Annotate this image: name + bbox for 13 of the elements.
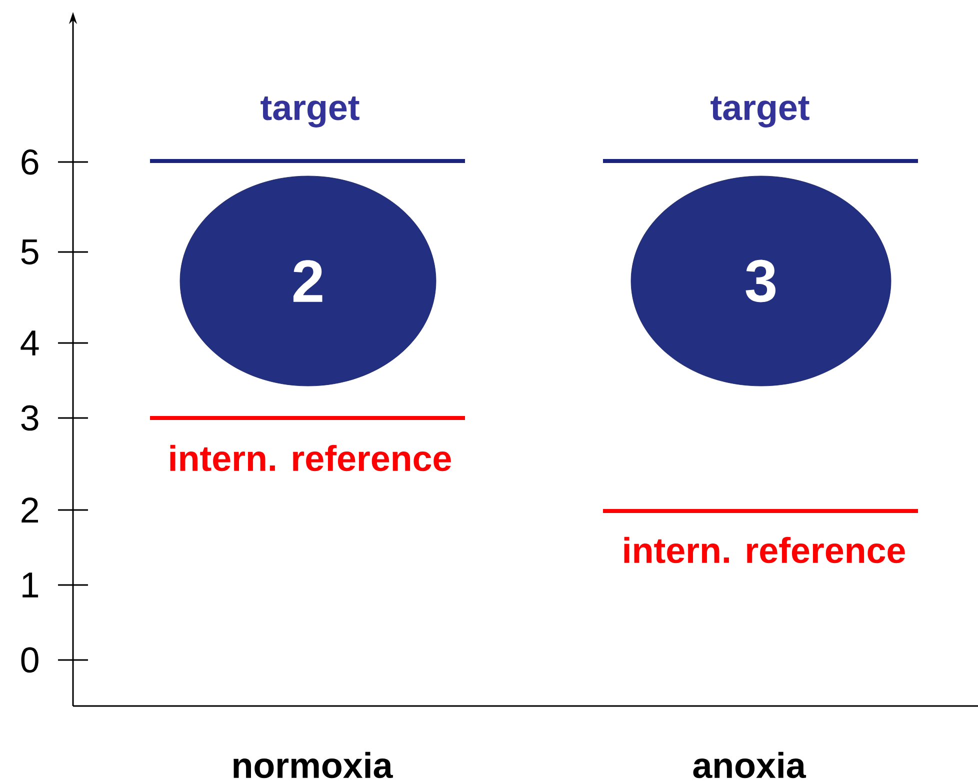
category-label: anoxia [693,752,806,778]
line-label: intern. reference [624,536,905,564]
tick-label: 6 [22,149,38,175]
tick-label: 2 [22,497,38,523]
line-label: target [710,96,810,128]
tick-label: 4 [20,330,39,356]
line-label: target [260,96,360,128]
tick-label: 3 [21,405,38,431]
tick-label: 5 [21,240,38,264]
category-label: normoxia [234,752,393,778]
tick-label: 0 [21,647,38,673]
line-label: intern. reference [170,444,451,472]
tick-label: 1 [22,572,38,598]
